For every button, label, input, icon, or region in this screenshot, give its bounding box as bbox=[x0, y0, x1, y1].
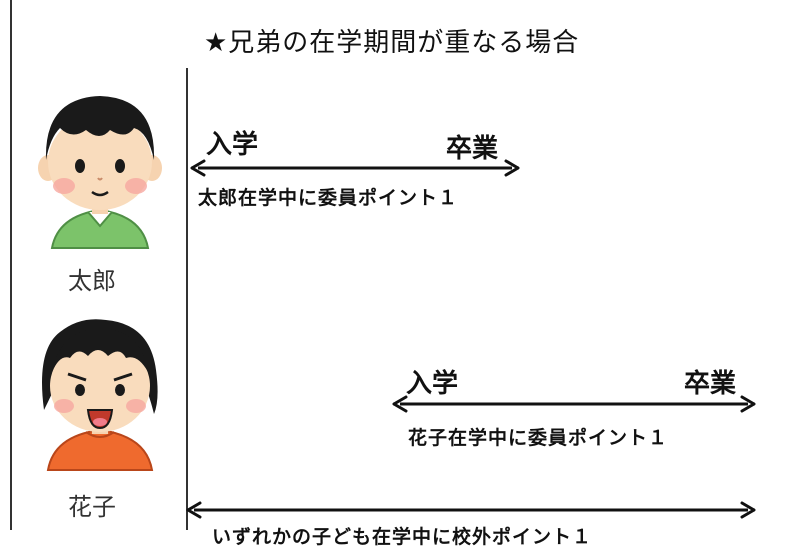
hanako-graduate-label: 卒業 bbox=[684, 369, 737, 399]
taro-avatar bbox=[38, 96, 162, 249]
hanako-enrollment-arrow bbox=[392, 395, 756, 413]
taro-enrollment-arrow bbox=[190, 159, 520, 177]
hanako-name: 花子 bbox=[68, 493, 116, 521]
taro-name: 太郎 bbox=[68, 267, 116, 295]
taro-enroll-label: 入学 bbox=[206, 130, 259, 160]
combined-enrollment-arrow bbox=[186, 501, 756, 519]
hanako-caption: 花子在学中に委員ポイント１ bbox=[408, 427, 669, 449]
combined-caption: いずれかの子ども在学中に校外ポイント１ bbox=[212, 526, 593, 548]
page-title: ★兄弟の在学期間が重なる場合 bbox=[204, 28, 580, 58]
hanako-avatar bbox=[42, 319, 158, 471]
divider-line bbox=[186, 68, 188, 530]
hanako-enroll-label: 入学 bbox=[406, 369, 459, 399]
taro-caption: 太郎在学中に委員ポイント１ bbox=[198, 187, 459, 209]
left-border-line bbox=[10, 0, 12, 530]
taro-graduate-label: 卒業 bbox=[446, 134, 499, 164]
